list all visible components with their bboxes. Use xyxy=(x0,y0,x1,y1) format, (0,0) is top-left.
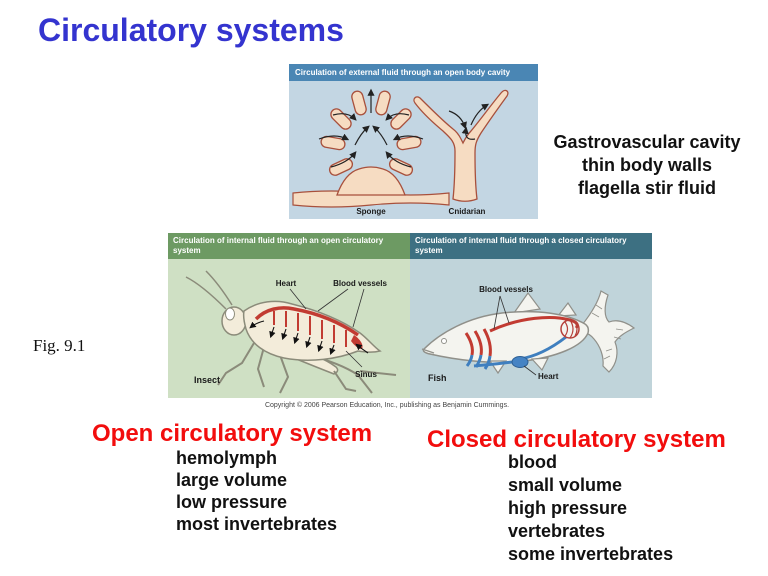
open-body-cavity-figure-header: Circulation of external fluid through an… xyxy=(289,64,538,81)
copyright-line: Copyright © 2006 Pearson Education, Inc.… xyxy=(264,402,510,409)
insect-drawing: Heart Blood vessels Sinus Insect xyxy=(185,270,397,394)
open-system-list: hemolymph large volume low pressure most… xyxy=(176,447,337,535)
list-item: most invertebrates xyxy=(176,514,338,534)
insect-name-label: Insect xyxy=(194,375,220,385)
fish-blood-vessels-label: Blood vessels xyxy=(479,285,533,294)
list-item: low pressure xyxy=(176,492,288,512)
note-line: Gastrovascular cavity xyxy=(553,132,741,152)
open-system-heading: Open circulatory system xyxy=(92,420,373,447)
insect-blood-vessels-label: Blood vessels xyxy=(333,279,387,288)
sponge-drawing xyxy=(318,88,424,196)
fish-name-label: Fish xyxy=(428,373,447,383)
leader-lines xyxy=(493,295,537,376)
list-item: vertebrates xyxy=(508,521,606,541)
closed-system-panel-header: Circulation of internal fluid through a … xyxy=(410,233,652,259)
fish-panel-body: Blood vessels Heart Fish xyxy=(410,259,652,398)
list-item: hemolymph xyxy=(176,448,278,468)
sponge-cnidarian-drawing: Sponge Cnidarian xyxy=(292,88,509,216)
sponge-label: Sponge xyxy=(356,207,386,216)
closed-system-heading: Closed circulatory system xyxy=(427,426,726,453)
fish-vessels xyxy=(464,316,580,370)
insect-heart-vessels xyxy=(254,306,363,349)
note-line: flagella stir fluid xyxy=(577,178,717,198)
fish-drawing: Blood vessels Heart Fish xyxy=(421,285,636,383)
open-body-cavity-figure: Circulation of external fluid through an… xyxy=(289,64,538,219)
insect-sinus-label: Sinus xyxy=(355,370,377,379)
gastrovascular-notes: Gastrovascular cavity thin body walls fl… xyxy=(540,131,754,200)
leader-lines xyxy=(289,288,365,368)
list-item: some invertebrates xyxy=(508,544,674,564)
list-item: blood xyxy=(508,452,557,472)
list-item: high pressure xyxy=(508,498,628,518)
insect-panel-body: Heart Blood vessels Sinus Insect xyxy=(168,259,410,398)
flow-arrows xyxy=(318,88,424,168)
open-system-panel: Circulation of internal fluid through an… xyxy=(168,233,410,398)
circulatory-comparison-figure: Circulation of internal fluid through an… xyxy=(168,233,652,398)
insect-heart-label: Heart xyxy=(276,279,297,288)
cnidarian-drawing xyxy=(413,89,509,202)
closed-system-list: blood small volume high pressure vertebr… xyxy=(508,451,673,566)
note-line: thin body walls xyxy=(581,155,712,175)
closed-system-panel: Circulation of internal fluid through a … xyxy=(410,233,652,398)
open-system-panel-header: Circulation of internal fluid through an… xyxy=(168,233,410,259)
list-item: small volume xyxy=(508,475,623,495)
figure-number-label: Fig. 9.1 xyxy=(33,336,86,355)
flow-arrows xyxy=(448,103,490,140)
cnidarian-label: Cnidarian xyxy=(449,207,486,216)
slide-title: Circulatory systems xyxy=(38,12,344,48)
fish-heart-label: Heart xyxy=(538,372,559,381)
list-item: large volume xyxy=(176,470,288,490)
flow-arrows xyxy=(249,320,369,356)
